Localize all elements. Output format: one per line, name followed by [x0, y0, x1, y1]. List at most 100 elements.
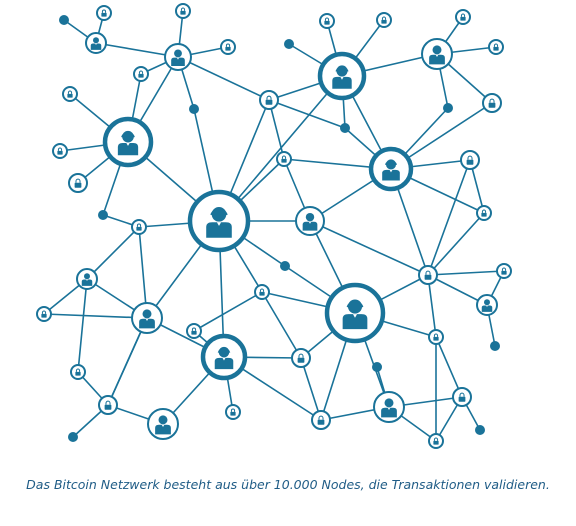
person-icon [332, 65, 352, 89]
person-node [368, 146, 414, 192]
lock-icon [101, 9, 107, 17]
person-node [76, 268, 98, 290]
lock-icon [265, 95, 273, 105]
network-dot [98, 210, 108, 220]
connection-line [427, 212, 485, 276]
connection-line [427, 274, 488, 306]
lock-icon [493, 43, 499, 51]
lock-node [460, 150, 480, 170]
network-dot [280, 261, 290, 271]
person-icon [81, 273, 93, 286]
person-node [373, 391, 405, 423]
lock-icon [104, 400, 112, 410]
lock-node [133, 66, 149, 82]
lock-node [418, 265, 438, 285]
lock-icon [41, 310, 47, 318]
lock-node [225, 404, 241, 420]
person-node [200, 333, 248, 381]
connection-line [177, 56, 270, 101]
person-icon [155, 415, 171, 435]
lock-node [496, 263, 512, 279]
connection-line [77, 278, 88, 373]
lock-node [175, 3, 191, 19]
lock-node [452, 387, 472, 407]
lock-node [291, 348, 311, 368]
person-icon [481, 299, 493, 312]
lock-node [488, 39, 504, 55]
connection-line [268, 99, 285, 160]
lock-node [476, 205, 492, 221]
lock-icon [466, 155, 474, 165]
lock-icon [501, 267, 507, 275]
lock-node [259, 90, 279, 110]
person-icon [171, 49, 185, 66]
person-node [147, 408, 179, 440]
lock-node [220, 39, 236, 55]
network-dot [372, 362, 382, 372]
lock-icon [259, 288, 265, 296]
lock-node [428, 433, 444, 449]
lock-icon [138, 70, 144, 78]
network-nodes [36, 3, 512, 449]
lock-node [319, 13, 335, 29]
lock-icon [180, 7, 186, 15]
person-node [85, 32, 107, 54]
lock-node [68, 173, 88, 193]
person-icon [117, 130, 139, 156]
person-icon [139, 309, 155, 329]
lock-icon [424, 270, 432, 280]
lock-icon [481, 209, 487, 217]
network-connections [43, 10, 505, 442]
network-dot [443, 103, 453, 113]
person-node [164, 43, 192, 71]
lock-node [311, 410, 331, 430]
person-icon [342, 299, 368, 330]
lock-icon [317, 415, 325, 425]
person-node [317, 51, 367, 101]
person-node [102, 116, 154, 168]
lock-node [428, 329, 444, 345]
network-dot [340, 123, 350, 133]
connection-line [309, 220, 429, 276]
connection-line [261, 291, 302, 359]
lock-node [482, 93, 502, 113]
lock-node [96, 5, 112, 21]
lock-node [455, 9, 471, 25]
person-icon [206, 206, 232, 238]
connection-line [427, 274, 437, 338]
bitcoin-network-diagram [36, 3, 512, 449]
person-icon [90, 37, 102, 50]
connection-line [435, 336, 463, 398]
network-dot [59, 15, 69, 25]
connection-line [193, 291, 263, 332]
person-node [421, 38, 453, 70]
person-node [476, 294, 498, 316]
lock-node [62, 86, 78, 102]
lock-icon [191, 327, 197, 335]
lock-icon [381, 16, 387, 24]
lock-icon [136, 223, 142, 231]
lock-node [52, 143, 68, 159]
lock-node [70, 364, 86, 380]
lock-node [376, 12, 392, 28]
connection-line [300, 357, 322, 421]
person-icon [302, 212, 318, 231]
lock-node [276, 151, 292, 167]
connection-line [427, 270, 505, 276]
lock-icon [67, 90, 73, 98]
lock-node [36, 306, 52, 322]
network-dot [475, 425, 485, 435]
lock-icon [433, 437, 439, 445]
connection-line [86, 226, 140, 280]
lock-icon [297, 353, 305, 363]
connection-line [218, 75, 343, 222]
network-dot [284, 39, 294, 49]
lock-icon [433, 333, 439, 341]
network-dot [68, 432, 78, 442]
person-node [131, 302, 163, 334]
lock-icon [460, 13, 466, 21]
lock-icon [230, 408, 236, 416]
lock-icon [57, 147, 63, 155]
connection-line [427, 159, 471, 276]
person-node [187, 189, 251, 253]
